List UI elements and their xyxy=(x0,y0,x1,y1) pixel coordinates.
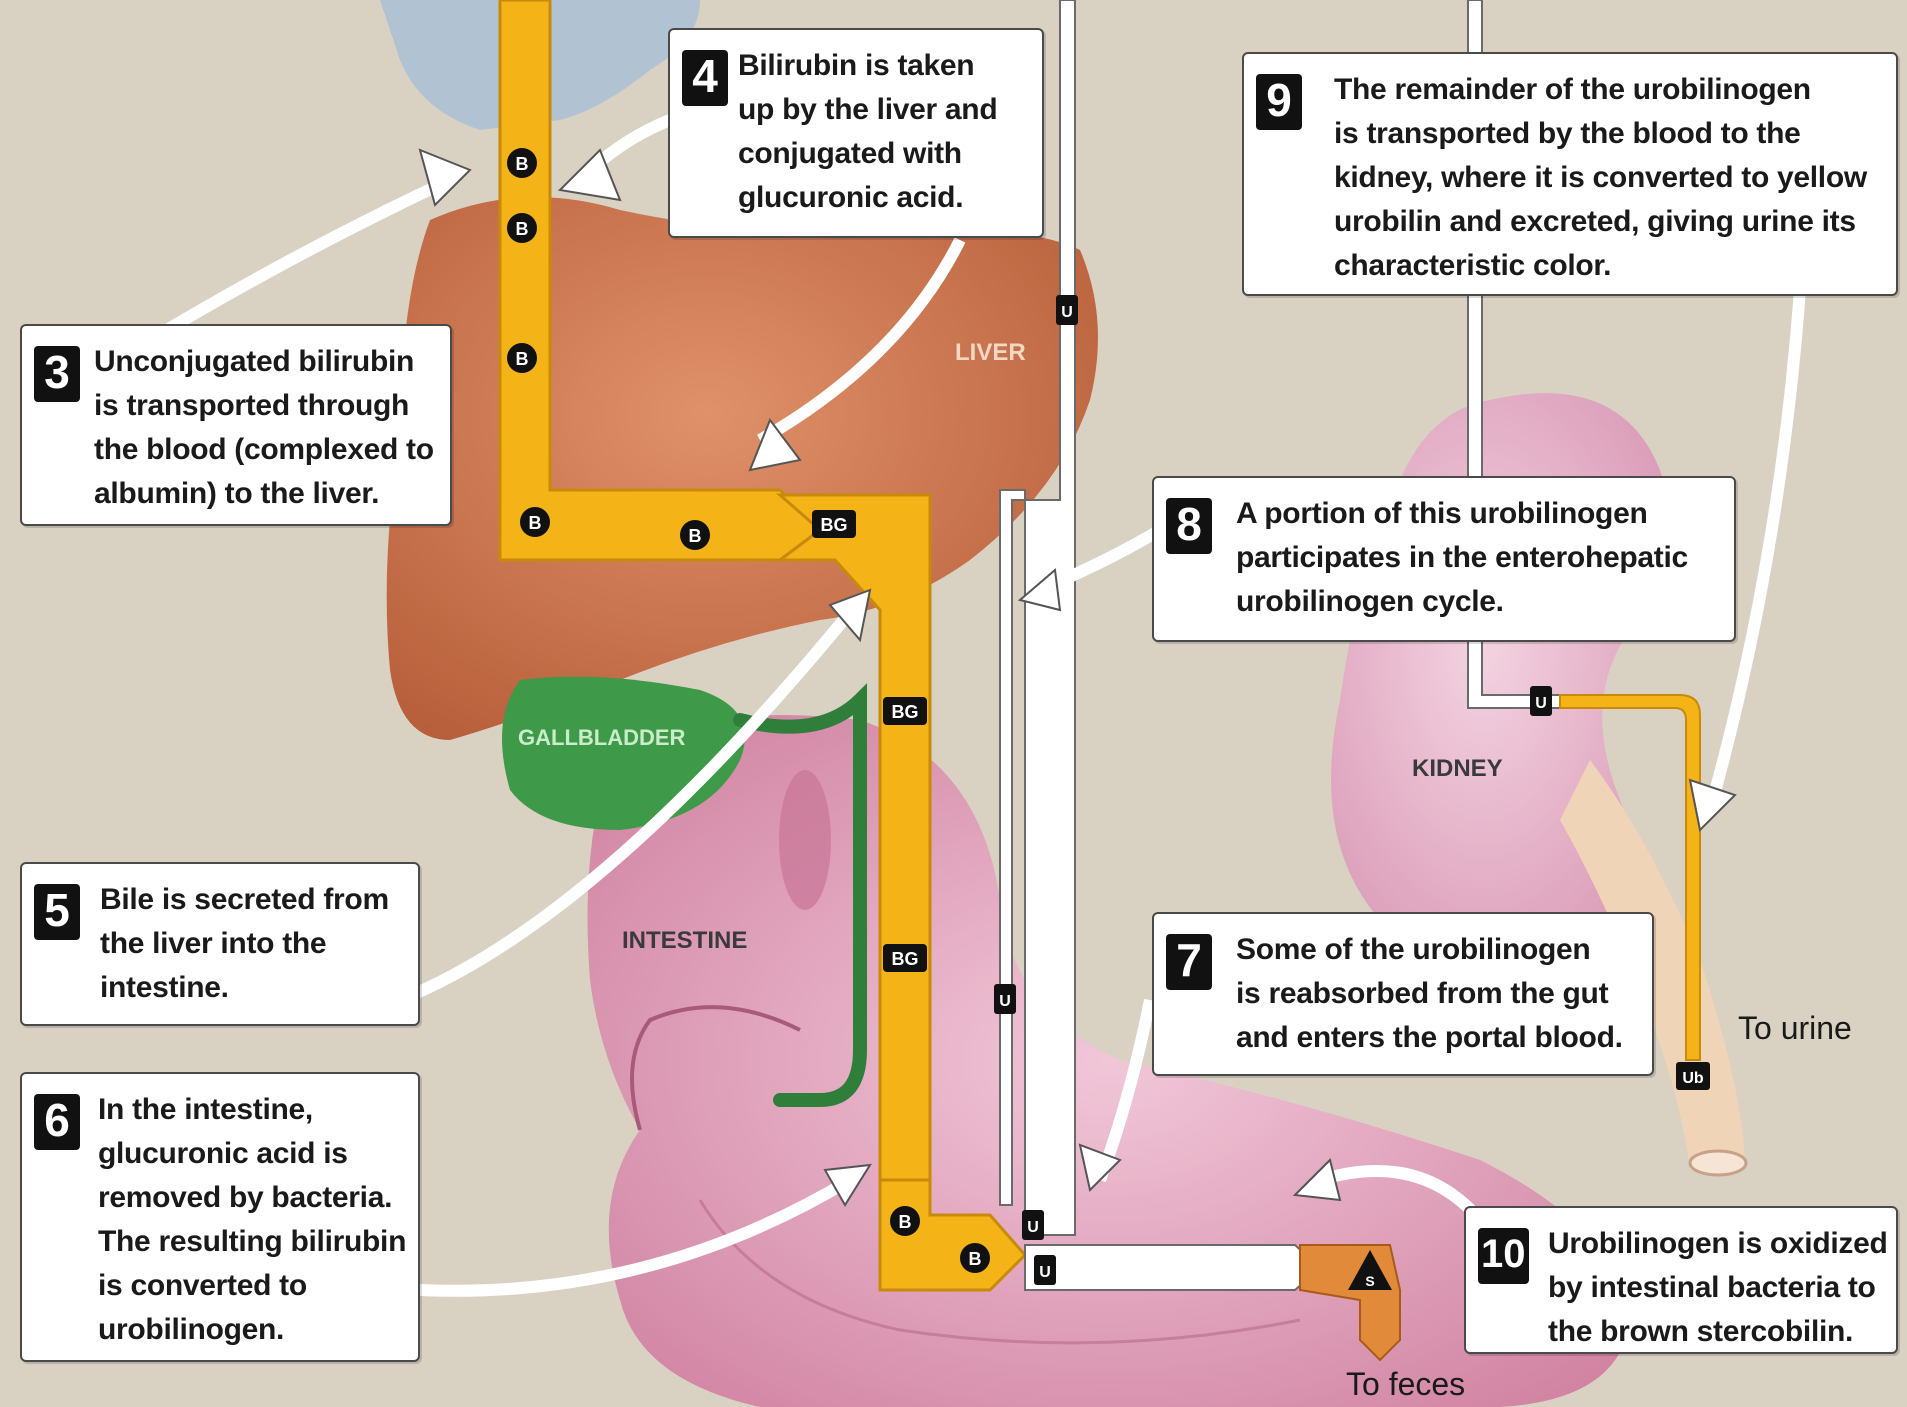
badge-u-3: U xyxy=(1022,1210,1044,1240)
arrow-3 xyxy=(150,180,450,340)
badge-b-5: B xyxy=(680,520,710,550)
badge-b-2: B xyxy=(507,213,537,243)
callout-step-8: 8 A portion of this urobilinogen partici… xyxy=(1152,476,1736,642)
svg-text:BG: BG xyxy=(892,949,919,969)
callout-text: In the intestine, glucuronic acid is rem… xyxy=(98,1088,406,1352)
svg-text:B: B xyxy=(516,154,529,174)
callout-step-3: 3 Unconjugated bilirubin is transported … xyxy=(20,324,452,526)
badge-b-6: B xyxy=(890,1206,920,1236)
badge-b-1: B xyxy=(507,148,537,178)
svg-text:B: B xyxy=(689,526,702,546)
svg-text:U: U xyxy=(999,993,1011,1010)
step-number: 4 xyxy=(682,50,728,106)
badge-b-4: B xyxy=(520,507,550,537)
svg-text:U: U xyxy=(1027,1219,1039,1236)
badge-ub: Ub xyxy=(1676,1062,1710,1090)
svg-text:U: U xyxy=(1039,1264,1051,1281)
svg-text:BG: BG xyxy=(892,702,919,722)
step-number: 3 xyxy=(34,346,80,402)
step-number: 6 xyxy=(34,1094,80,1150)
badge-u-2: U xyxy=(994,984,1016,1014)
svg-text:U: U xyxy=(1061,304,1073,321)
svg-text:B: B xyxy=(516,349,529,369)
gallbladder-label: GALLBLADDER xyxy=(518,725,686,750)
callout-text: Bile is secreted from the liver into the… xyxy=(100,878,389,1010)
liver-label: LIVER xyxy=(955,339,1026,366)
callout-text: A portion of this urobilinogen participa… xyxy=(1236,492,1688,624)
badge-b-7: B xyxy=(960,1243,990,1273)
step-number: 9 xyxy=(1256,74,1302,130)
callout-step-7: 7 Some of the urobilinogen is reabsorbed… xyxy=(1152,912,1654,1076)
badge-u-4: U xyxy=(1034,1255,1056,1285)
intestine-lumen xyxy=(779,770,831,910)
callout-text: Some of the urobilinogen is reabsorbed f… xyxy=(1236,928,1623,1060)
callout-step-10: 10 Urobilinogen is oxidized by intestina… xyxy=(1464,1206,1898,1354)
step-number: 8 xyxy=(1166,498,1212,554)
svg-text:U: U xyxy=(1535,695,1547,712)
svg-text:B: B xyxy=(529,513,542,533)
callout-step-5: 5 Bile is secreted from the liver into t… xyxy=(20,862,420,1026)
svg-text:S: S xyxy=(1365,1273,1374,1289)
badge-bg-2: BG xyxy=(883,697,927,725)
callout-step-9: 9 The remainder of the urobilinogen is t… xyxy=(1242,52,1898,296)
step-number: 10 xyxy=(1478,1228,1529,1284)
badge-u-5: U xyxy=(1530,686,1552,716)
svg-text:B: B xyxy=(969,1249,982,1269)
svg-text:B: B xyxy=(516,219,529,239)
callout-step-6: 6 In the intestine, glucuronic acid is r… xyxy=(20,1072,420,1362)
svg-text:B: B xyxy=(899,1212,912,1232)
to-feces-label: To feces xyxy=(1346,1366,1465,1403)
step-number: 7 xyxy=(1166,934,1212,990)
feces-path xyxy=(1025,1245,1320,1290)
callout-text: Bilirubin is taken up by the liver and c… xyxy=(738,44,997,220)
callout-text: Unconjugated bilirubin is transported th… xyxy=(94,340,434,516)
intestine-label: INTESTINE xyxy=(622,927,747,954)
to-urine-label: To urine xyxy=(1738,1010,1852,1047)
liver-shape xyxy=(387,197,1098,740)
badge-u-1: U xyxy=(1056,295,1078,325)
ureter-opening xyxy=(1690,1151,1746,1175)
badge-bg-3: BG xyxy=(883,944,927,972)
callout-step-4: 4 Bilirubin is taken up by the liver and… xyxy=(668,28,1044,238)
step-number: 5 xyxy=(34,884,80,940)
kidney-label: KIDNEY xyxy=(1412,755,1503,782)
callout-text: The remainder of the urobilinogen is tra… xyxy=(1334,68,1867,288)
callout-text: Urobilinogen is oxidized by intestinal b… xyxy=(1548,1222,1888,1354)
badge-bg-1: BG xyxy=(812,510,856,538)
svg-text:BG: BG xyxy=(821,515,848,535)
svg-text:Ub: Ub xyxy=(1682,1070,1704,1087)
badge-b-3: B xyxy=(507,343,537,373)
